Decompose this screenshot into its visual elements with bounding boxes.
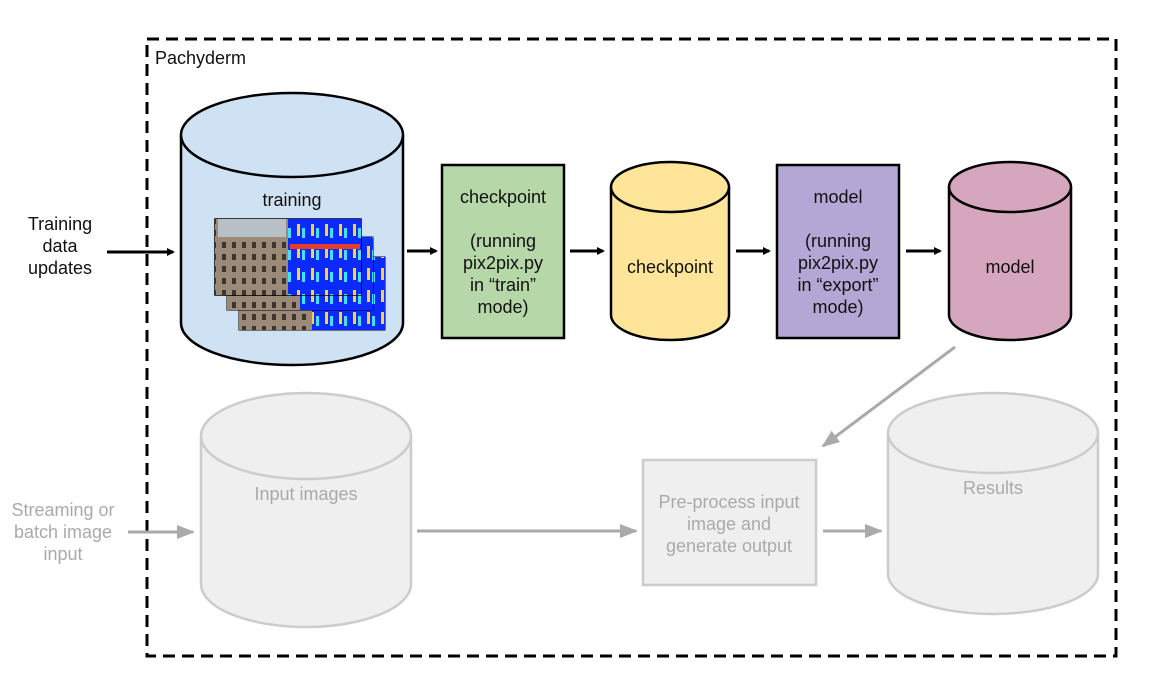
streaming-input-label: Streaming or batch image input (11, 500, 114, 564)
checkpoint-repo-label: checkpoint (627, 257, 713, 277)
input-images-cylinder: Input images (199, 391, 413, 629)
results-cylinder: Results (886, 391, 1100, 616)
svg-text:in “train”: in “train” (470, 275, 536, 295)
svg-text:data: data (42, 236, 78, 256)
training-images-stack (214, 218, 386, 331)
svg-text:pix2pix.py: pix2pix.py (463, 253, 543, 273)
svg-text:updates: updates (28, 258, 92, 278)
svg-text:mode): mode) (812, 297, 863, 317)
svg-text:Streaming or: Streaming or (11, 500, 114, 520)
arrow-model-to-process (821, 345, 956, 448)
input-images-label: Input images (254, 484, 357, 504)
training-repo-label: training (262, 190, 321, 210)
training-repo-cylinder: training (179, 91, 405, 367)
svg-text:checkpoint: checkpoint (460, 187, 546, 207)
process-box: Pre-process input image and generate out… (641, 458, 818, 587)
svg-text:input: input (43, 544, 82, 564)
container-title: Pachyderm (155, 48, 246, 68)
svg-text:model: model (813, 187, 862, 207)
svg-text:Training: Training (28, 214, 92, 234)
svg-text:generate output: generate output (666, 536, 792, 556)
svg-text:(running: (running (805, 231, 871, 251)
results-label: Results (963, 478, 1023, 498)
checkpoint-pipeline-box: checkpoint (running pix2pix.py in “train… (440, 163, 566, 340)
svg-text:pix2pix.py: pix2pix.py (798, 253, 878, 273)
svg-text:batch image: batch image (14, 522, 112, 542)
svg-text:image and: image and (687, 514, 771, 534)
svg-text:(running: (running (470, 231, 536, 251)
svg-text:Pre-process input: Pre-process input (658, 492, 799, 512)
model-repo-cylinder: model (947, 160, 1073, 342)
model-repo-label: model (985, 257, 1034, 277)
svg-text:in “export”: in “export” (797, 275, 878, 295)
svg-text:mode): mode) (477, 297, 528, 317)
training-input-label: Training data updates (28, 214, 92, 278)
pachyderm-container: Pachyderm (145, 37, 1118, 658)
model-pipeline-box: model (running pix2pix.py in “export” mo… (775, 163, 901, 340)
checkpoint-repo-cylinder: checkpoint (609, 160, 731, 342)
